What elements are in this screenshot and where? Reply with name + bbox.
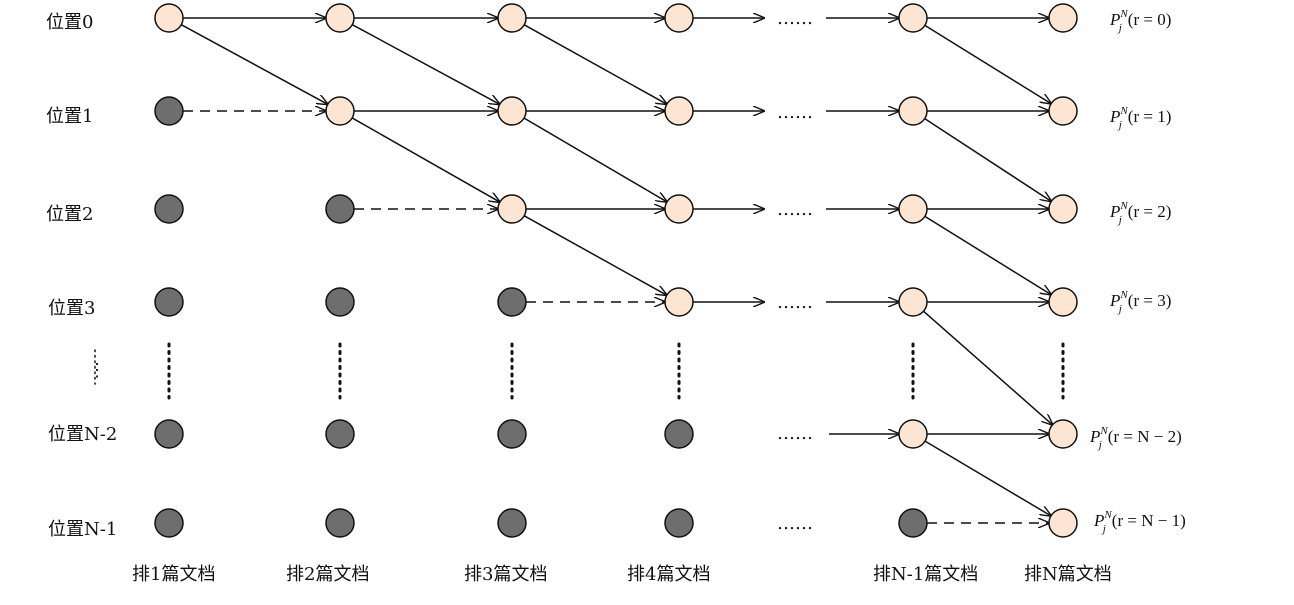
column-label-rank-3: 排3篇文档 [464, 564, 547, 585]
active-state-node [1048, 96, 1078, 126]
active-state-node [898, 287, 928, 317]
active-state-node [497, 194, 527, 224]
active-state-node [1048, 194, 1078, 224]
nodes-layer [154, 3, 1078, 538]
inactive-state-node [664, 508, 694, 538]
active-state-node [1048, 419, 1078, 449]
column-label-rank-2: 排2篇文档 [286, 564, 369, 585]
row-label-position-n-2: 位置N-2 [48, 424, 117, 445]
row-label-position-2: 位置2 [46, 204, 93, 225]
gap-ellipsis: …… [777, 513, 813, 534]
inactive-state-node [325, 419, 355, 449]
column-label-rank-n-1: 排N-1篇文档 [873, 564, 978, 585]
column-label-rank-n: 排N篇文档 [1024, 564, 1112, 585]
active-state-node [898, 419, 928, 449]
row-label-position-n-1: 位置N-1 [48, 519, 117, 540]
move-down-arrow [351, 117, 500, 202]
active-state-node [497, 3, 527, 33]
row-label-position-0: 位置0 [46, 12, 93, 33]
inactive-state-node [497, 508, 527, 538]
active-state-node [497, 96, 527, 126]
inactive-state-node [898, 508, 928, 538]
move-down-arrow [924, 118, 1052, 202]
active-state-node [154, 3, 184, 33]
inactive-state-node [154, 287, 184, 317]
active-state-node [898, 3, 928, 33]
gap-ellipsis: …… [777, 292, 813, 313]
active-state-node [1048, 287, 1078, 317]
inactive-state-node [325, 508, 355, 538]
active-state-node [1048, 508, 1078, 538]
active-state-node [898, 194, 928, 224]
row-label-position-1: 位置1 [46, 106, 93, 127]
move-down-arrow [523, 215, 667, 295]
move-down-arrow [924, 215, 1051, 294]
active-state-node [664, 96, 694, 126]
active-state-node [898, 96, 928, 126]
vertical-dots-layer [94, 342, 1065, 400]
gap-ellipsis: …… [777, 199, 813, 220]
inactive-state-node [664, 419, 694, 449]
move-down-arrow [523, 24, 667, 104]
column-label-rank-4: 排4篇文档 [627, 564, 710, 585]
row-label-vertical-ellipsis: ⋮ [88, 360, 106, 381]
move-down-arrow [924, 440, 1051, 516]
move-down-arrow [923, 310, 1053, 425]
column-label-rank-1: 排1篇文档 [132, 564, 215, 585]
inactive-state-node [154, 194, 184, 224]
row-label-position-3: 位置3 [48, 298, 95, 319]
active-state-node [325, 96, 355, 126]
move-down-arrow [180, 24, 327, 105]
active-state-node [325, 3, 355, 33]
active-state-node [664, 194, 694, 224]
inactive-state-node [497, 287, 527, 317]
inactive-state-node [497, 419, 527, 449]
inactive-state-node [154, 96, 184, 126]
active-state-node [1048, 3, 1078, 33]
inactive-state-node [154, 419, 184, 449]
gap-ellipsis: …… [777, 423, 813, 444]
move-down-arrow [924, 24, 1051, 103]
edges-layer [180, 18, 1053, 523]
gap-ellipsis: …… [777, 102, 813, 123]
active-state-node [664, 3, 694, 33]
inactive-state-node [325, 287, 355, 317]
gap-ellipsis: …… [777, 8, 813, 29]
inactive-state-node [325, 194, 355, 224]
move-down-arrow [351, 23, 499, 105]
active-state-node [664, 287, 694, 317]
inactive-state-node [154, 508, 184, 538]
move-down-arrow [523, 117, 667, 202]
